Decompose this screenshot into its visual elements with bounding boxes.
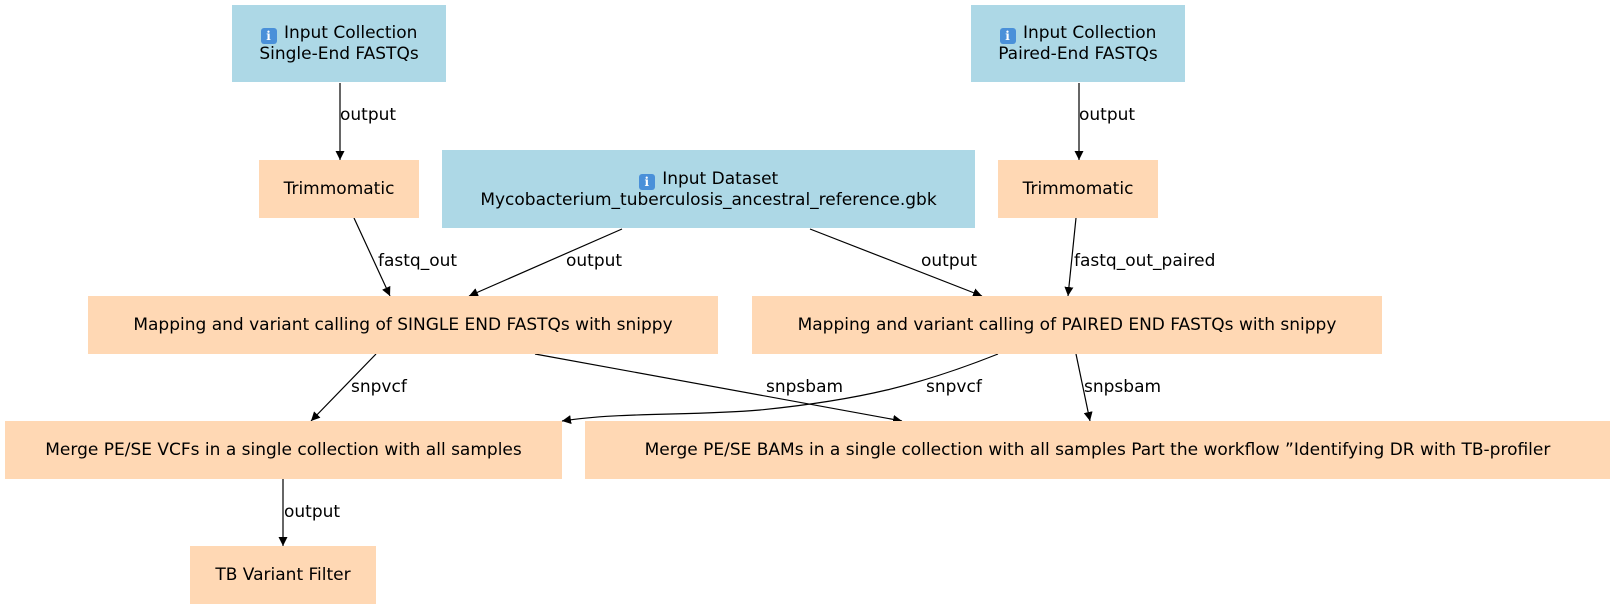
edge-label-output: output: [340, 105, 397, 125]
node-input-single-end[interactable]: i Input Collection Single-End FASTQs: [232, 5, 446, 82]
node-label: Trimmomatic: [1022, 179, 1134, 199]
node-trimmomatic-pe[interactable]: Trimmomatic: [998, 160, 1158, 218]
edge-label-snpsbam: snpsbam: [1084, 377, 1162, 397]
info-icon: i: [638, 173, 655, 190]
edge-mapping-pe-to-merge-bams: [1075, 353, 1093, 422]
node-label: Merge PE/SE BAMs in a single collection …: [644, 440, 1551, 460]
node-name-label: Mycobacterium_tuberculosis_ancestral_ref…: [480, 189, 937, 210]
node-type-label: Input Dataset: [662, 168, 779, 189]
node-label: TB Variant Filter: [215, 565, 351, 585]
edge-label-snpvcf: snpvcf: [926, 377, 982, 397]
node-tb-variant-filter[interactable]: TB Variant Filter: [190, 546, 376, 604]
edge-mapping-se-to-merge-vcfs: [310, 353, 377, 422]
edge-trimmomatic-to-mapping-se: [353, 217, 391, 297]
node-label: Trimmomatic: [283, 179, 395, 199]
node-type-label: Input Collection: [283, 23, 418, 43]
edge-label-output: output: [921, 251, 978, 271]
edge-label-output: output: [566, 251, 623, 271]
node-label: Mapping and variant calling of SINGLE EN…: [133, 315, 673, 335]
edge-label-snpvcf: snpvcf: [351, 377, 407, 397]
edge-label-snpsbam: snpsbam: [766, 377, 844, 397]
edge-label-output: output: [284, 502, 341, 522]
edge-trimmomatic-to-mapping-pe: [1064, 217, 1077, 297]
node-merge-bams[interactable]: Merge PE/SE BAMs in a single collection …: [585, 421, 1610, 479]
edge-mapping-se-to-merge-bams: [534, 353, 903, 424]
node-input-paired-end[interactable]: i Input Collection Paired-End FASTQs: [971, 5, 1185, 82]
edge-label-fastq-out-paired: fastq_out_paired: [1074, 251, 1216, 271]
node-name-label: Single-End FASTQs: [259, 44, 419, 64]
info-icon: i: [260, 28, 277, 44]
node-trimmomatic-se[interactable]: Trimmomatic: [259, 160, 419, 218]
node-mapping-single-end[interactable]: Mapping and variant calling of SINGLE EN…: [88, 296, 718, 354]
node-merge-vcfs[interactable]: Merge PE/SE VCFs in a single collection …: [5, 421, 562, 479]
node-type-label: Input Collection: [1022, 23, 1157, 43]
edge-label-output: output: [1079, 105, 1136, 125]
edge-reference-to-mapping-se: [468, 228, 623, 297]
node-label: Merge PE/SE VCFs in a single collection …: [45, 440, 522, 460]
edge-label-fastq-out: fastq_out: [378, 251, 458, 271]
edge-mapping-pe-to-merge-vcfs: [561, 353, 999, 425]
node-input-reference[interactable]: i Input Dataset Mycobacterium_tuberculos…: [442, 150, 975, 228]
node-name-label: Paired-End FASTQs: [998, 44, 1158, 64]
node-mapping-paired-end[interactable]: Mapping and variant calling of PAIRED EN…: [752, 296, 1382, 354]
info-icon: i: [999, 28, 1016, 44]
edge-reference-to-mapping-pe: [809, 228, 983, 297]
node-label: Mapping and variant calling of PAIRED EN…: [797, 315, 1337, 335]
